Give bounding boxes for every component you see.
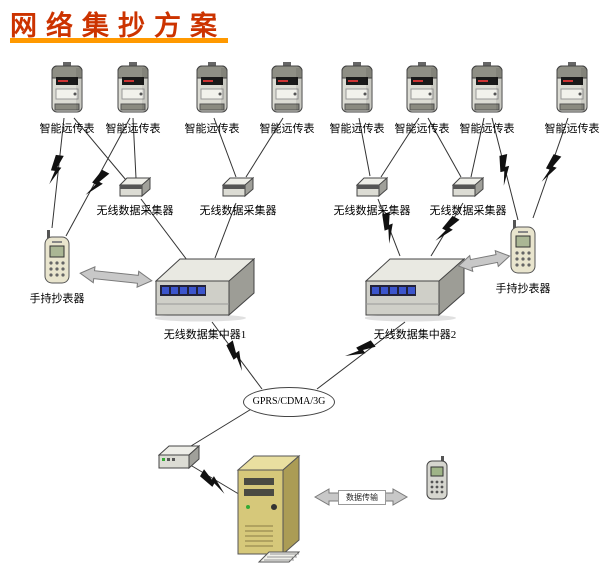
concentrator-icon [365, 254, 465, 322]
lightning-icon [541, 154, 562, 182]
data-collector-4: 无线数据采集器 [425, 176, 511, 218]
computer-tower-icon [233, 450, 311, 562]
meter-label: 智能远传表 [544, 123, 600, 135]
data-collector-3: 无线数据采集器 [329, 176, 415, 218]
smart-meter-3: 智能远传表 [176, 62, 248, 136]
meter-icon [115, 62, 151, 116]
smart-meter-4: 智能远传表 [251, 62, 323, 136]
keyboard-icon [256, 549, 300, 565]
meter-icon [404, 62, 440, 116]
meter-label: 智能远传表 [39, 123, 95, 135]
modem-icon [158, 443, 200, 471]
lightning-icon [200, 469, 225, 494]
meter-label: 智能远传表 [259, 123, 315, 135]
meter-icon [339, 62, 375, 116]
keyboard [256, 549, 300, 570]
title-underline [10, 38, 228, 43]
concentrator-2: 无线数据集中器2 [350, 254, 480, 342]
handheld-label: 手持抄表器 [495, 283, 551, 295]
meter-icon [554, 62, 590, 116]
collector-label: 无线数据采集器 [429, 205, 507, 217]
smart-meter-5: 智能远传表 [321, 62, 393, 136]
handheld-reader-right: 手持抄表器 [487, 220, 559, 296]
data-collector-2: 无线数据采集器 [195, 176, 281, 218]
meter-icon [194, 62, 230, 116]
meter-label: 智能远传表 [105, 123, 161, 135]
collector-label: 无线数据采集器 [199, 205, 277, 217]
lightning-icon [345, 340, 376, 357]
meter-label: 智能远传表 [329, 123, 385, 135]
concentrator-icon [155, 254, 255, 322]
collector-label: 无线数据采集器 [333, 205, 411, 217]
meter-label: 智能远传表 [459, 123, 515, 135]
lightning-icon [435, 215, 460, 241]
collector-icon [356, 176, 388, 198]
lightning-icon [49, 154, 64, 185]
smart-meter-8: 智能远传表 [536, 62, 608, 136]
smart-meter-1: 智能远传表 [31, 62, 103, 136]
collector-icon [222, 176, 254, 198]
collector-icon [119, 176, 151, 198]
smart-meter-2: 智能远传表 [97, 62, 169, 136]
collector-icon [452, 176, 484, 198]
handheld-icon [506, 220, 540, 276]
smart-meter-7: 智能远传表 [451, 62, 523, 136]
handheld-reader-left: 手持抄表器 [21, 230, 93, 306]
concentrator-label: 无线数据集中器1 [163, 329, 247, 341]
network-node: GPRS/CDMA/3G [243, 387, 335, 417]
modem [158, 443, 200, 476]
data-transfer-label: 数据传输 [338, 490, 386, 505]
concentrator-1: 无线数据集中器1 [140, 254, 270, 342]
lightning-icon [226, 340, 243, 371]
meter-label: 智能远传表 [394, 123, 450, 135]
concentrator-label: 无线数据集中器2 [373, 329, 457, 341]
meter-icon [269, 62, 305, 116]
mobile-phone [424, 456, 450, 507]
page-title: 网络集抄方案 [10, 11, 226, 41]
meter-icon [469, 62, 505, 116]
meter-icon [49, 62, 85, 116]
data-collector-1: 无线数据采集器 [92, 176, 178, 218]
collector-label: 无线数据采集器 [96, 205, 174, 217]
smart-meter-6: 智能远传表 [386, 62, 458, 136]
phone-icon [424, 456, 450, 502]
handheld-label: 手持抄表器 [29, 293, 85, 305]
meter-label: 智能远传表 [184, 123, 240, 135]
handheld-icon [40, 230, 74, 286]
